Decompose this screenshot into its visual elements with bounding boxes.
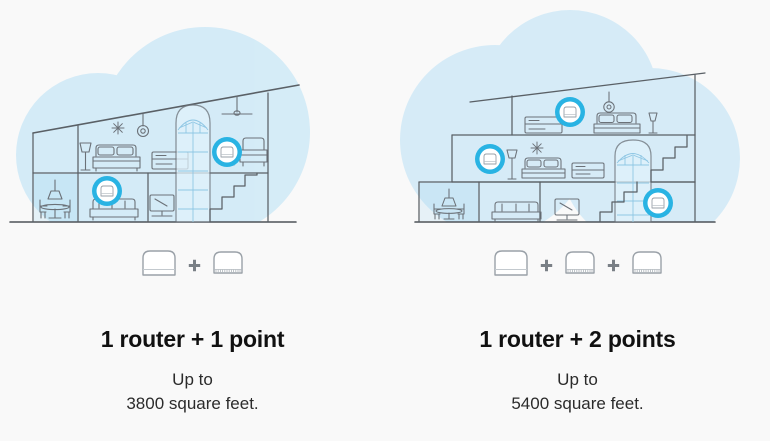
panel-1-router-2-points: 1 router + 2 points Up to 5400 square fe… (385, 0, 770, 441)
house-illustration-2-story (0, 0, 385, 235)
point-icon (630, 249, 664, 281)
top-floor-furniture (524, 91, 658, 134)
caption-title: 1 router + 2 points (479, 326, 676, 352)
dining-room-furniture (39, 179, 71, 219)
living-room-furniture (491, 198, 580, 222)
panel-1-router-1-point: 1 router + 1 point Up to 3800 square fee… (0, 0, 385, 416)
caption-subtitle: Up to 5400 square feet. (385, 368, 770, 416)
caption-subtitle: Up to 3800 square feet. (0, 368, 385, 416)
point-icon (211, 249, 245, 281)
device-badge-point-1 (475, 144, 505, 174)
caption-subtitle-line2: 3800 square feet. (126, 393, 259, 413)
dining-room-furniture (433, 188, 465, 220)
plus-separator (188, 259, 201, 272)
point-icon (563, 249, 597, 281)
device-badge-router (555, 97, 585, 127)
staircase-upper (650, 135, 688, 183)
device-badge-point (92, 176, 122, 206)
arched-window (175, 104, 211, 223)
plus-separator (540, 259, 553, 272)
caption-subtitle-line1: Up to (172, 369, 213, 389)
caption-subtitle-line2: 5400 square feet. (511, 393, 644, 413)
caption-title: 1 router + 1 point (100, 326, 285, 352)
caption-right: 1 router + 2 points Up to 5400 square fe… (385, 326, 770, 416)
plus-separator (607, 259, 620, 272)
staircase-lower (599, 181, 638, 223)
caption-subtitle-line1: Up to (557, 369, 598, 389)
device-row-right (385, 238, 770, 292)
router-icon (492, 248, 530, 283)
middle-floor-furniture (506, 141, 605, 180)
router-icon (140, 248, 178, 283)
caption-left: 1 router + 1 point Up to 3800 square fee… (0, 326, 385, 416)
house-illustration-3-story (385, 0, 770, 235)
staircase (209, 172, 258, 223)
device-row-left (0, 238, 385, 292)
device-badge-point-2 (643, 188, 673, 218)
device-badge-router (212, 137, 242, 167)
